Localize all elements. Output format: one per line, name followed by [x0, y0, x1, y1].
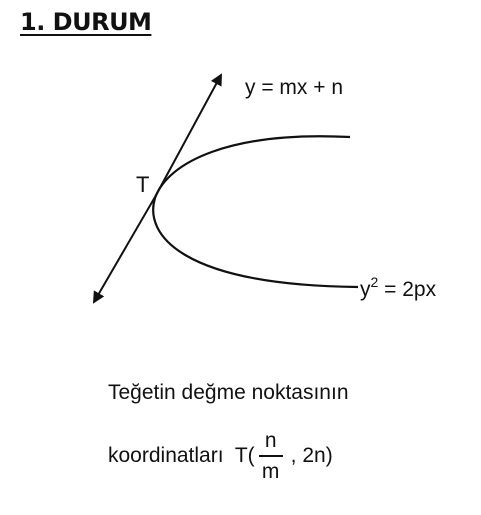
tangent-line — [154, 73, 222, 198]
tangency-point-label: T — [136, 172, 149, 197]
parabola-label-exponent: 2 — [371, 274, 379, 290]
fraction-bar — [258, 455, 283, 457]
parabola-label: y2 = 2px — [360, 274, 437, 301]
caption-coordinates-suffix: , 2n) — [290, 444, 333, 467]
parabola-label-base: y — [360, 278, 371, 301]
fraction-numerator: n — [264, 429, 277, 452]
caption-coordinates-prefix: koordinatları T( — [108, 444, 255, 467]
fraction-denominator: m — [261, 460, 280, 483]
tangent-line-label: y = mx + n — [245, 76, 343, 99]
caption-line-2: koordinatları T( n m , 2n) — [108, 430, 333, 482]
parabola-label-rest: = 2px — [378, 278, 436, 301]
caption-line-1: Teğetin değme noktasının — [108, 381, 349, 404]
fraction-n-over-m: n m — [258, 429, 283, 483]
tangent-line-lower — [92, 196, 156, 304]
parabola-curve — [152, 135, 359, 289]
section-title: 1. DURUM — [20, 8, 152, 36]
